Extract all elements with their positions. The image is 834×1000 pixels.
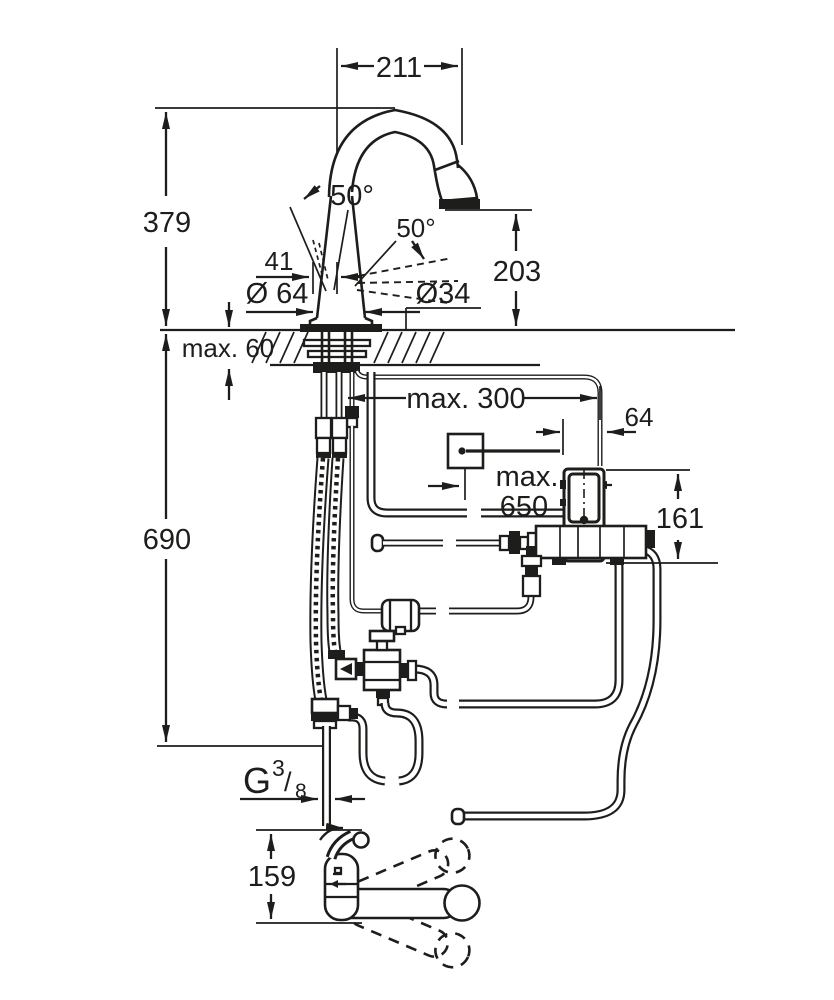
- spout-outer-edge: [327, 108, 460, 198]
- faucet-body-top: [323, 852, 360, 922]
- plug-pin: [458, 447, 466, 455]
- manifold-to-valve-hose: [414, 549, 619, 704]
- dimension-cable-length: max. 300: [348, 383, 601, 420]
- label-dia64: Ø 64: [246, 278, 309, 310]
- pullout-spray-head: [433, 159, 480, 209]
- detection-angle-right-50: 50°: [354, 213, 459, 304]
- label-thread-num: 3: [272, 755, 285, 781]
- label-thread-den: 8: [295, 780, 307, 803]
- dimension-outlet-height-203: 203: [445, 209, 541, 326]
- label-379: 379: [143, 207, 191, 239]
- supply-hose-right: [332, 372, 349, 651]
- label-690: 690: [143, 524, 191, 556]
- countertop-section: [160, 328, 735, 367]
- label-159: 159: [248, 861, 296, 893]
- label-50-left: 50°: [330, 180, 374, 212]
- deck-hatching: [251, 331, 445, 364]
- label-max650-line1: max.: [496, 461, 559, 493]
- box-mount-dot: [579, 515, 589, 525]
- label-161: 161: [656, 503, 704, 535]
- dimension-shank-diameter: Ø34: [405, 278, 481, 330]
- label-dia34: Ø34: [416, 278, 471, 310]
- capped-hose: [370, 533, 500, 553]
- mounting-nut: [313, 362, 360, 373]
- detection-angle-left-50: 50°: [289, 180, 374, 292]
- label-203: 203: [493, 256, 541, 288]
- inline-check-valve: [380, 598, 421, 636]
- shutoff-valve: [328, 629, 418, 707]
- dimension-box-width: 64: [536, 402, 653, 455]
- label-thread-g: G: [243, 760, 271, 801]
- mounting-shank: [302, 332, 372, 373]
- dimension-handle-height-159: 159: [248, 829, 362, 924]
- lever-rotation-arrow: [319, 822, 344, 841]
- base-plate: [300, 324, 382, 332]
- manifold-free-hose: [450, 549, 657, 826]
- dimension-box-height: 161: [606, 469, 718, 564]
- spray-ball-end: [443, 884, 481, 922]
- label-max650-line2: 650: [500, 491, 548, 523]
- valve-manifold: [498, 524, 655, 598]
- faucet-side-view: [300, 108, 480, 332]
- dimension-height-379: 379: [143, 107, 395, 326]
- dimension-thread: G 3 / 8: [240, 755, 365, 803]
- dimension-deck-thickness: max. 60: [182, 302, 275, 400]
- label-max60: max. 60: [182, 333, 275, 363]
- label-thread-slash: /: [284, 767, 292, 797]
- dimension-offset-41: 41: [256, 246, 362, 294]
- angle-stop-tee: [310, 697, 358, 826]
- spout-inner-edge: [350, 130, 437, 193]
- dimension-hose-length-690: 690: [143, 334, 322, 747]
- power-supply-plug: [446, 432, 560, 500]
- lever-handle: [331, 833, 370, 859]
- label-41: 41: [265, 246, 294, 276]
- dimension-base-diameter: Ø 64: [246, 278, 420, 316]
- supply-hose-left: [316, 372, 333, 700]
- label-211: 211: [376, 52, 422, 84]
- dimension-cord-length: max. 650: [428, 461, 612, 523]
- faucet-body-cone: [315, 195, 367, 319]
- faucet-top-view: [319, 822, 481, 969]
- dimension-spout-reach-211: 211: [336, 48, 463, 152]
- label-max300: max. 300: [406, 383, 525, 415]
- label-50-right: 50°: [396, 213, 435, 243]
- flow-direction-mark: [330, 880, 338, 888]
- label-64: 64: [625, 402, 654, 432]
- angle-stop-loop-hose: [348, 703, 419, 781]
